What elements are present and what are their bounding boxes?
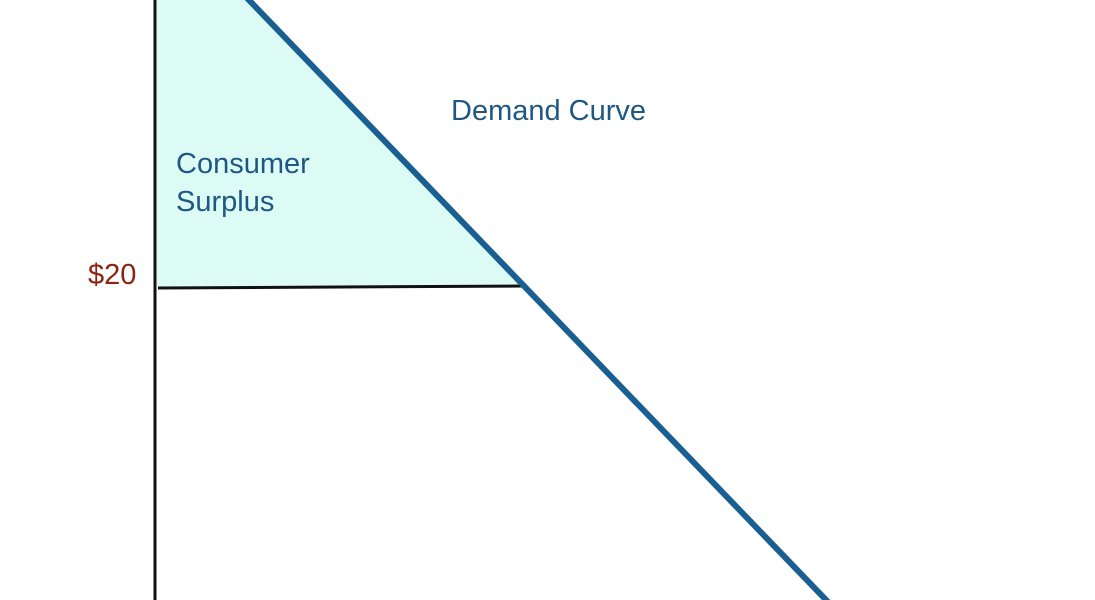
consumer-surplus-line2: Surplus [176, 186, 275, 218]
consumer-surplus-area [157, 0, 522, 287]
consumer-surplus-label: Consumer Surplus [176, 145, 310, 221]
demand-curve-label: Demand Curve [451, 95, 647, 127]
price-tick-label: $20 [88, 259, 137, 291]
consumer-surplus-line1: Consumer [176, 148, 310, 180]
demand-curve-line [244, 0, 831, 600]
price-line [157, 284, 524, 290]
